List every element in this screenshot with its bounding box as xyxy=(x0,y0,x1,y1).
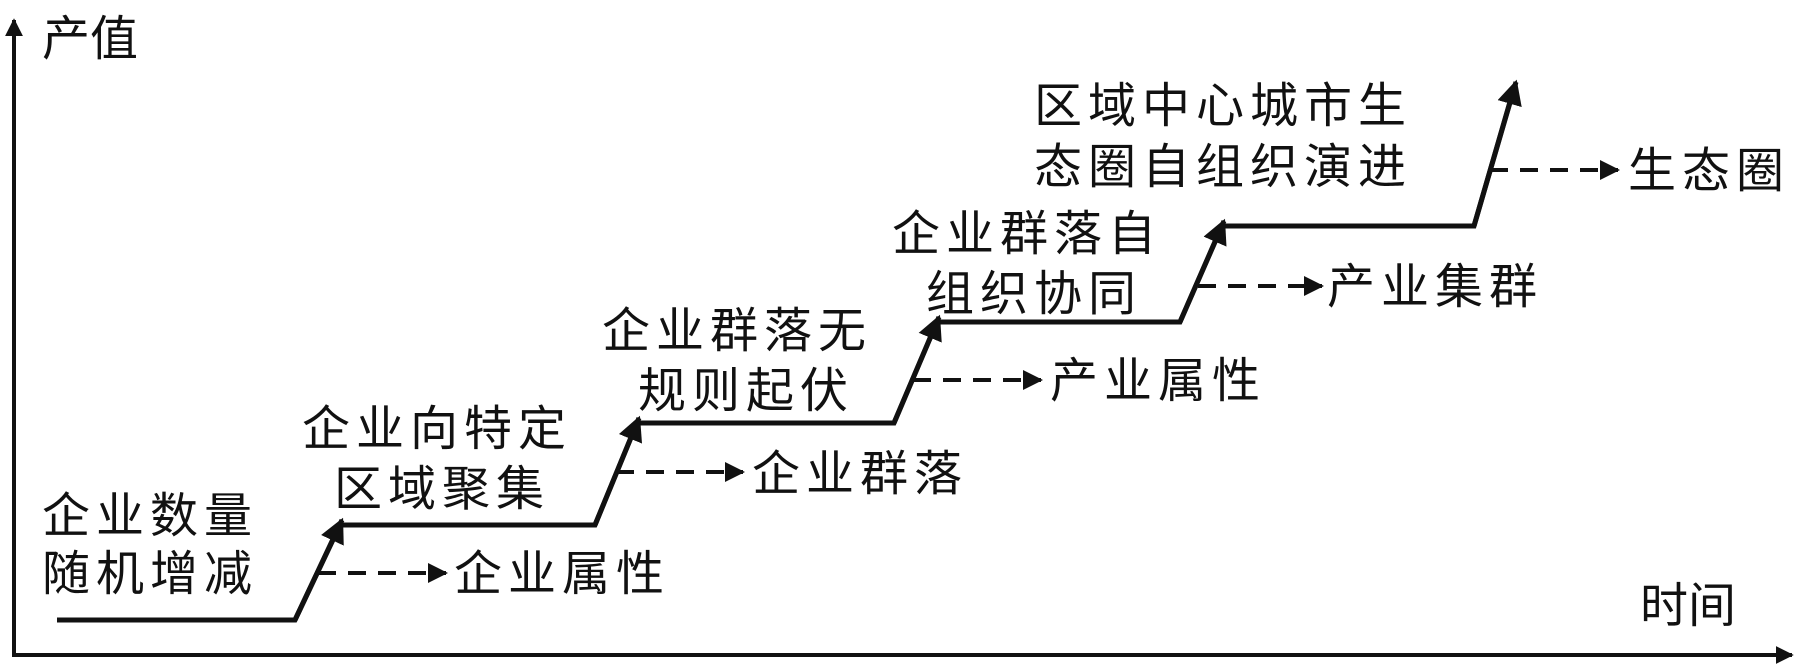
stage-1-line-2: 随机增减 xyxy=(42,546,258,602)
stage-1-outcome: 企业属性 xyxy=(454,546,670,602)
stage-4-line-2: 组织协同 xyxy=(926,266,1142,322)
step-arrow-4 xyxy=(1177,218,1227,323)
step-arrow-3 xyxy=(891,314,942,424)
stage-3-outcome: 产业属性 xyxy=(1050,353,1266,409)
stage-3-line-1: 企业群落无 xyxy=(602,303,872,359)
stage-1-line-1: 企业数量 xyxy=(42,488,258,544)
step-arrow-1 xyxy=(292,517,345,622)
stage-4-outcome: 产业集群 xyxy=(1327,259,1543,315)
step-arrow-5 xyxy=(1471,79,1522,227)
stage-5-line-2: 态圈自组织演进 xyxy=(1034,139,1412,195)
stage-2-line-2: 区域聚集 xyxy=(334,461,550,517)
stage-4-line-1: 企业群落自 xyxy=(892,206,1162,262)
stage-2-outcome: 企业群落 xyxy=(752,446,968,502)
stage-2-line-1: 企业向特定 xyxy=(302,401,572,457)
stage-5-line-1: 区域中心城市生 xyxy=(1034,78,1412,134)
stage-3-line-2: 规则起伏 xyxy=(638,363,854,419)
stage-5-outcome: 生态圈 xyxy=(1628,143,1790,199)
x-axis-label: 时间 xyxy=(1640,578,1736,634)
y-axis-label: 产值 xyxy=(42,11,138,67)
